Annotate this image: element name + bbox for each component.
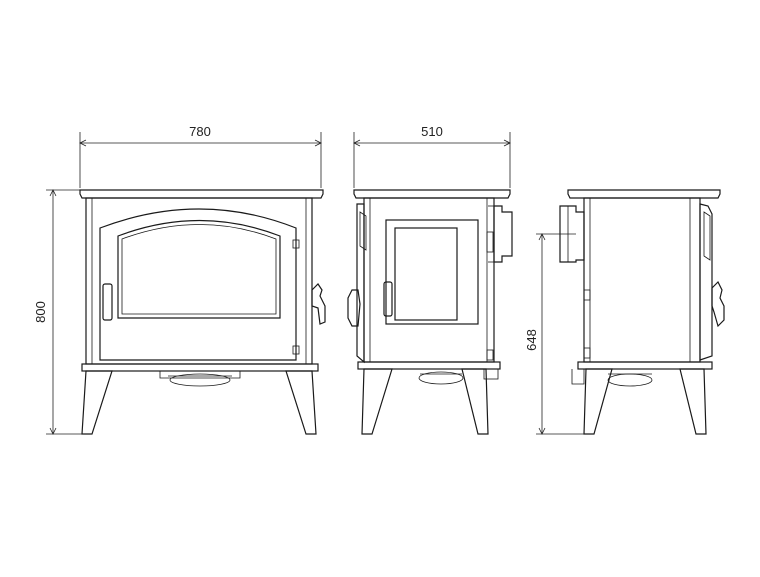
rear-handle-right (711, 280, 725, 328)
hinge-top (292, 239, 300, 249)
side-window-frame (385, 219, 479, 325)
front-door (99, 208, 297, 361)
rear-ash-pan (607, 373, 653, 387)
dimension-front-width: 780 (79, 124, 322, 188)
side-handle-left (347, 289, 361, 327)
side-leg-left (361, 368, 393, 435)
side-flue-collar (493, 205, 513, 263)
ash-pan (169, 373, 231, 387)
front-width-label: 780 (189, 124, 211, 139)
hinge-bottom (292, 345, 300, 355)
dimension-flue-height: 648 (524, 233, 584, 435)
front-body (85, 197, 313, 365)
rear-base (577, 361, 713, 370)
side-depth-label: 510 (421, 124, 443, 139)
front-height-label: 800 (33, 301, 48, 323)
side-window-glass (394, 227, 458, 321)
side-view (347, 189, 513, 435)
rear-top-plate (567, 189, 721, 199)
rear-leg-right (679, 368, 707, 435)
side-ash-pan (418, 371, 464, 385)
rear-leg-left (583, 368, 613, 435)
dimension-front-height: 800 (33, 189, 84, 435)
side-leg-right (461, 368, 489, 435)
front-view (79, 189, 326, 435)
side-base (357, 361, 501, 370)
front-door-glass (117, 219, 281, 319)
side-top-plate (353, 189, 511, 199)
front-leg-right (285, 370, 317, 435)
front-base (81, 363, 319, 372)
side-body (363, 197, 495, 363)
rear-body (583, 197, 701, 363)
door-handle (102, 283, 113, 321)
front-top-plate (79, 189, 324, 199)
rear-side-view (559, 189, 725, 435)
rear-flue-outlet (559, 205, 585, 263)
side-door-handle (383, 281, 393, 317)
side-handle-right (311, 283, 326, 325)
flue-height-label: 648 (524, 329, 539, 351)
dimension-side-depth: 510 (353, 124, 511, 188)
front-leg-left (81, 370, 113, 435)
